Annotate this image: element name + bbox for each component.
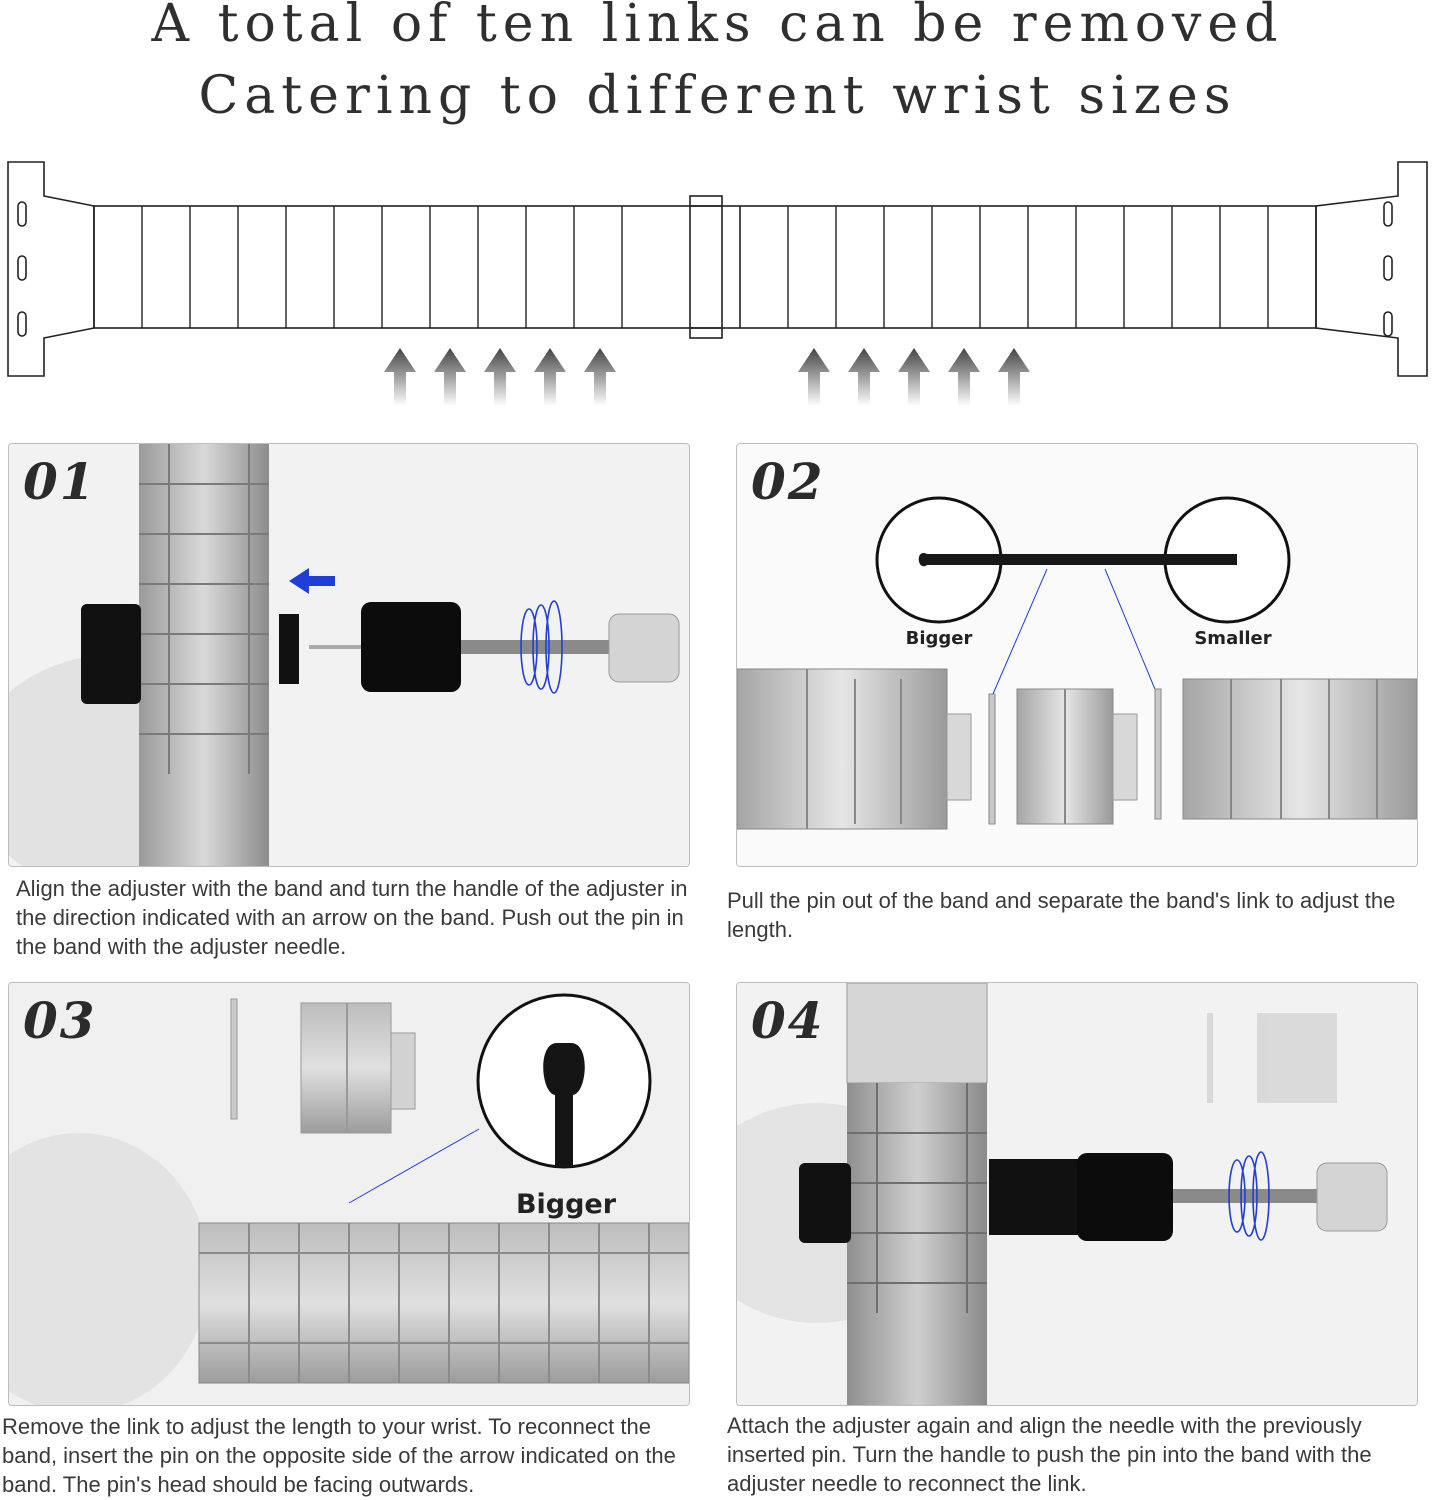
up-arrow-icon <box>484 348 516 406</box>
up-arrow-icon <box>798 348 830 406</box>
headline-line-1: A total of ten links can be removed <box>151 0 1284 54</box>
removed-link <box>300 1002 416 1134</box>
up-arrow-icon <box>948 348 980 406</box>
step-number: 02 <box>751 452 825 511</box>
step-04-photo: 04 <box>736 982 1418 1406</box>
removed-pin <box>230 998 238 1120</box>
blurred-link <box>1207 1013 1337 1103</box>
smaller-label: Smaller <box>1194 628 1271 649</box>
step-02-caption: Pull the pin out of the band and separat… <box>727 888 1396 942</box>
up-arrow-icon <box>998 348 1030 406</box>
left-arrow-icon <box>289 568 335 594</box>
bigger-label: Bigger <box>906 628 973 649</box>
step-03-photo: Bigger 03 <box>8 982 690 1406</box>
glove-hand <box>9 1133 209 1405</box>
up-arrow-icon <box>384 348 416 406</box>
steel-band <box>198 1222 689 1384</box>
up-arrow-icon <box>434 348 466 406</box>
step-02-photo: Bigger Smaller 02 <box>736 443 1418 867</box>
steel-band <box>139 444 269 866</box>
adjuster-tool <box>799 1151 1388 1243</box>
step-04-caption: Attach the adjuster again and align the … <box>727 1413 1372 1496</box>
step-number: 04 <box>751 991 825 1050</box>
up-arrow-icon <box>848 348 880 406</box>
step-01-caption: Align the adjuster with the band and tur… <box>16 876 688 959</box>
band-diagram <box>7 161 1428 406</box>
removable-link-arrows <box>384 348 1030 406</box>
step-number: 01 <box>23 452 97 511</box>
separated-band-links <box>737 668 1417 830</box>
step-01-photo: 01 <box>8 443 690 867</box>
magnified-pin-head <box>348 993 652 1204</box>
band-link-dividers <box>141 206 1269 328</box>
adjuster-tool <box>81 600 680 704</box>
magnified-pin <box>875 496 1291 695</box>
up-arrow-icon <box>898 348 930 406</box>
headline-line-2: Catering to different wrist sizes <box>198 66 1237 126</box>
up-arrow-icon <box>584 348 616 406</box>
up-arrow-icon <box>534 348 566 406</box>
bigger-label: Bigger <box>516 1189 617 1220</box>
step-03-caption: Remove the link to adjust the length to … <box>2 1414 676 1497</box>
step-number: 03 <box>23 991 97 1050</box>
steel-band <box>846 983 988 1405</box>
